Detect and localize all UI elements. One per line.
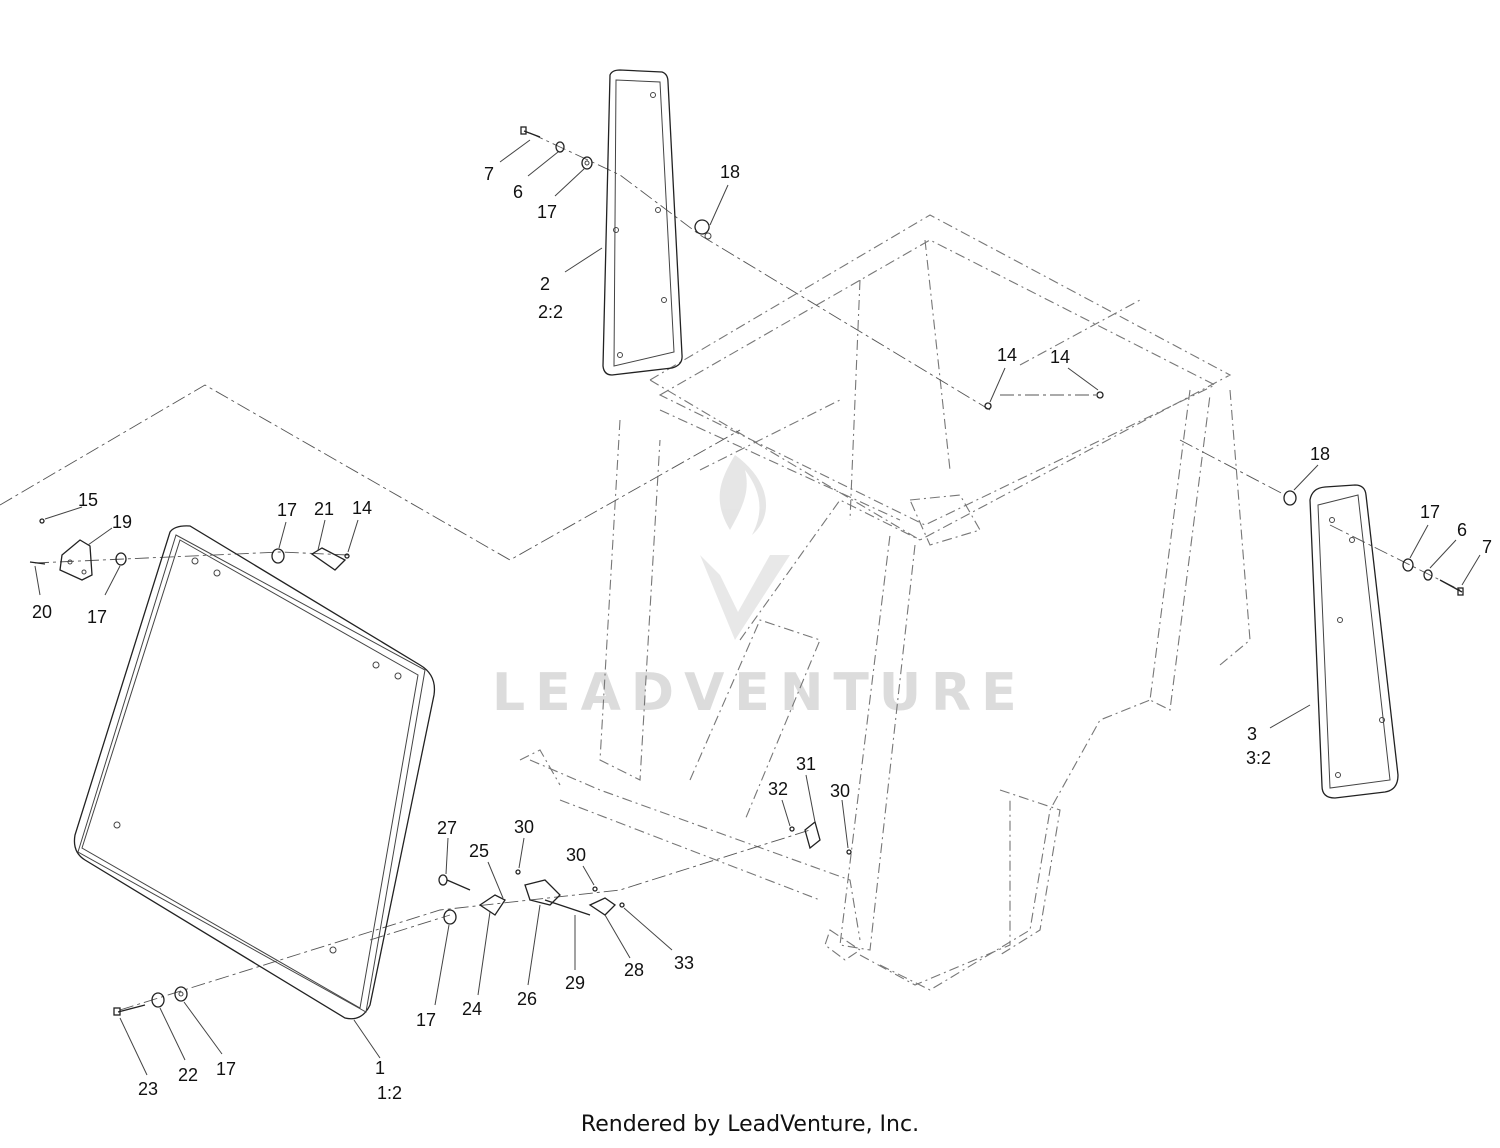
callout-14: 14 <box>997 345 1017 365</box>
hardware-latch <box>438 820 852 925</box>
callout-15: 15 <box>78 490 98 510</box>
cab-frame <box>519 214 1251 991</box>
callout-18: 18 <box>720 162 740 182</box>
callout-31: 31 <box>796 754 816 774</box>
callout-14: 14 <box>1050 347 1070 367</box>
callout-1: 1 <box>375 1058 385 1078</box>
callout-32: 32 <box>768 779 788 799</box>
callout-1-qty: 1:2 <box>377 1083 402 1103</box>
part-2-window <box>602 69 683 376</box>
callout-33: 33 <box>674 953 694 973</box>
callout-17: 17 <box>416 1010 436 1030</box>
hardware-lower-left <box>113 986 188 1016</box>
callout-23: 23 <box>138 1079 158 1099</box>
callout-7: 7 <box>484 164 494 184</box>
leader-lines <box>34 139 1481 1076</box>
watermark-text: LEADVENTURE <box>492 663 1027 723</box>
callouts: 7 6 17 18 2 2:2 14 14 18 17 6 7 3 3:2 15… <box>32 162 1492 1103</box>
callout-3-qty: 3:2 <box>1246 748 1271 768</box>
callout-7: 7 <box>1482 537 1492 557</box>
footer-credit: Rendered by LeadVenture, Inc. <box>580 1112 920 1137</box>
callout-27: 27 <box>437 818 457 838</box>
callout-29: 29 <box>565 973 585 993</box>
callout-30: 30 <box>830 781 850 801</box>
callout-17: 17 <box>216 1059 236 1079</box>
callout-6: 6 <box>513 182 523 202</box>
callout-14: 14 <box>352 498 372 518</box>
callout-30: 30 <box>514 817 534 837</box>
callout-17: 17 <box>1420 502 1440 522</box>
callout-26: 26 <box>517 989 537 1009</box>
callout-20: 20 <box>32 602 52 622</box>
callout-17: 17 <box>87 607 107 627</box>
callout-21: 21 <box>314 499 334 519</box>
callout-30: 30 <box>566 845 586 865</box>
callout-25: 25 <box>469 841 489 861</box>
hardware-rear-left <box>520 126 1104 410</box>
callout-17: 17 <box>537 202 557 222</box>
hardware-hinge <box>29 518 350 581</box>
hardware-rear-right <box>1283 490 1464 596</box>
callout-17: 17 <box>277 500 297 520</box>
callout-2-qty: 2:2 <box>538 302 563 322</box>
part-3-window <box>1309 484 1399 799</box>
callout-18: 18 <box>1310 444 1330 464</box>
callout-22: 22 <box>178 1065 198 1085</box>
callout-2: 2 <box>540 274 550 294</box>
part-1-door <box>73 525 436 1020</box>
callout-28: 28 <box>624 960 644 980</box>
callout-19: 19 <box>112 512 132 532</box>
callout-3: 3 <box>1247 724 1257 744</box>
callout-6: 6 <box>1457 520 1467 540</box>
callout-24: 24 <box>462 999 482 1019</box>
leadventure-watermark: LEADVENTURE <box>492 455 1027 723</box>
